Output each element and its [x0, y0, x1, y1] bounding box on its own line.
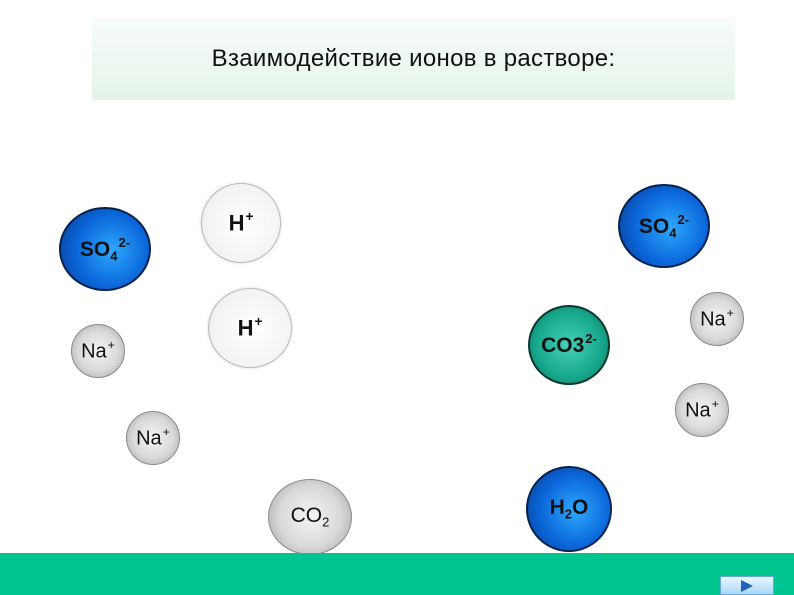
hydrogen-ion-top-formula: H+: [228, 209, 254, 236]
carbonate-ion-formula: CO32-: [541, 331, 597, 358]
slide-title: Взаимодействие ионов в растворе:: [211, 45, 616, 72]
sodium-ion-left: Na+: [71, 324, 125, 378]
sodium-ion-bottom-left-formula: Na+: [136, 425, 170, 450]
sodium-ion-right-top-formula: Na+: [700, 306, 734, 331]
carbon-dioxide-formula: CO2: [290, 504, 330, 530]
sulfate-ion-right-formula: SO42-: [638, 211, 690, 241]
next-arrow-icon: [741, 579, 753, 592]
carbon-dioxide-molecule: CO2: [268, 479, 352, 555]
sodium-ion-left-formula: Na+: [81, 338, 115, 363]
sodium-ion-right-bottom-formula: Na+: [685, 397, 719, 422]
bottom-bar: [0, 553, 794, 595]
sulfate-ion-left: SO42-: [59, 207, 151, 291]
sodium-ion-right-top: Na+: [690, 292, 744, 346]
sulfate-ion-right: SO42-: [618, 184, 710, 268]
hydrogen-ion-middle: H+: [208, 288, 292, 368]
carbonate-ion: CO32-: [528, 305, 610, 385]
hydrogen-ion-top: H+: [201, 183, 281, 263]
next-slide-button[interactable]: [720, 576, 774, 595]
water-formula: H2O: [549, 496, 589, 522]
water-molecule: H2O: [526, 466, 612, 552]
hydrogen-ion-middle-formula: H+: [237, 314, 263, 341]
sodium-ion-right-bottom: Na+: [675, 383, 729, 437]
title-banner: Взаимодействие ионов в растворе:: [92, 18, 735, 100]
sodium-ion-bottom-left: Na+: [126, 411, 180, 465]
sulfate-ion-left-formula: SO42-: [79, 234, 131, 264]
